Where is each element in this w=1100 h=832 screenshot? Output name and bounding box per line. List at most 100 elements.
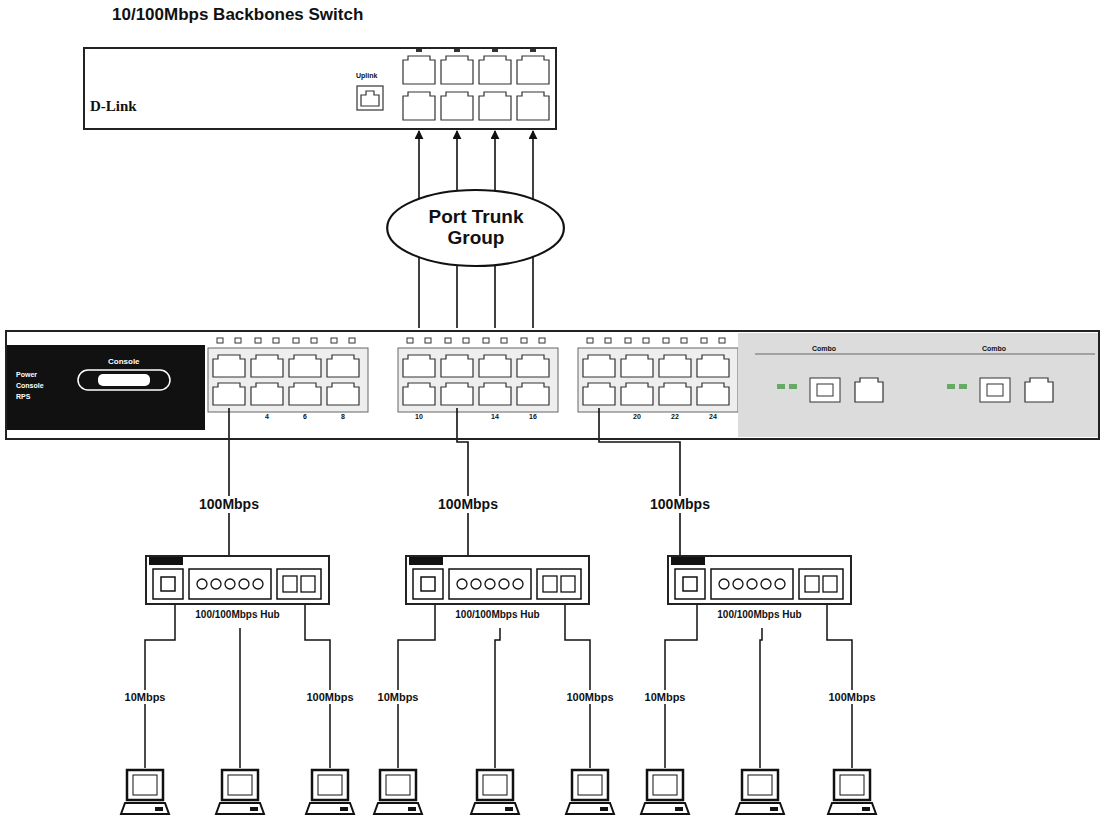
- pc-monitor: [647, 770, 683, 800]
- front-panel: [7, 345, 205, 430]
- connector: [228, 408, 230, 555]
- port-led: [625, 338, 631, 343]
- pc-screen: [318, 775, 342, 795]
- port-led: [530, 49, 536, 52]
- console-port: [98, 374, 150, 386]
- rj45-port: [659, 383, 691, 405]
- port-led: [643, 338, 649, 343]
- link-speed-label: 10Mbps: [122, 690, 169, 704]
- hub-port: [513, 579, 523, 589]
- link-speed-label: 10Mbps: [642, 690, 689, 704]
- port-number: 4: [265, 413, 269, 421]
- pc-screen: [578, 775, 602, 795]
- rj45-port: [441, 92, 473, 120]
- hub-port: [301, 576, 315, 592]
- port-led: [293, 338, 299, 343]
- pc-monitor: [742, 770, 778, 800]
- hub-label: 100/100Mbps Hub: [717, 609, 801, 620]
- port-led: [217, 338, 223, 343]
- hub-port: [719, 579, 729, 589]
- hub-tab: [149, 557, 183, 565]
- pc-base: [828, 803, 876, 814]
- pc-drive: [340, 807, 348, 811]
- rj45-port: [403, 92, 435, 120]
- port-led: [463, 338, 469, 343]
- pc-screen: [653, 775, 677, 795]
- hub-label: 100/100Mbps Hub: [455, 609, 539, 620]
- main-switch: D-Link: [5, 330, 1100, 440]
- pc-monitor: [834, 770, 870, 800]
- hub-port: [805, 576, 819, 592]
- hub-port: [499, 579, 509, 589]
- pc-cable: [239, 628, 241, 768]
- port-block: [398, 348, 558, 412]
- hub-port: [733, 579, 743, 589]
- combo-panel: [738, 333, 1098, 437]
- pc-base: [566, 803, 614, 814]
- hub-port: [253, 579, 263, 589]
- hub-port: [197, 579, 207, 589]
- link-speed-label: 100Mbps: [563, 690, 616, 704]
- port-led: [407, 338, 413, 343]
- uplink-port: [357, 86, 383, 110]
- power-switch: [683, 577, 697, 591]
- rj45-port: [361, 91, 379, 106]
- rj45-port: [621, 355, 653, 377]
- hub-port: [283, 576, 297, 592]
- hub-port: [543, 576, 557, 592]
- rj45-port: [517, 56, 549, 84]
- pc-cable: [827, 605, 852, 768]
- rj45-port: [621, 383, 653, 405]
- pc-monitor: [380, 770, 416, 800]
- port-number: 8: [341, 413, 345, 421]
- rj45-port: [403, 383, 435, 405]
- pc-cable: [145, 605, 175, 768]
- hub-port: [225, 579, 235, 589]
- sfp-slot: [980, 378, 1010, 402]
- port-led: [539, 338, 545, 343]
- pc-base: [641, 803, 689, 814]
- rj45-port: [441, 56, 473, 84]
- status-led: [777, 384, 785, 389]
- rj45-port: [327, 355, 359, 377]
- pc-drive: [505, 807, 513, 811]
- group-label: Port Trunk Group: [417, 207, 535, 249]
- port-number: 6: [303, 413, 307, 421]
- port-led: [235, 338, 241, 343]
- pc-drive: [675, 807, 683, 811]
- pc-screen: [840, 775, 864, 795]
- pc-base: [736, 803, 784, 814]
- status-led: [789, 384, 797, 389]
- port-led: [445, 338, 451, 343]
- backbone-switch: 10/100Mbps Backbones Switch: [83, 47, 557, 130]
- rj45-port: [697, 383, 729, 405]
- combo-bracket: [755, 354, 925, 355]
- port-led: [501, 338, 507, 343]
- port-led: [521, 338, 527, 343]
- rj45-port: [403, 56, 435, 84]
- power-switch: [161, 577, 175, 591]
- pc-monitor: [477, 770, 513, 800]
- hub-port: [747, 579, 757, 589]
- hub-panel: [277, 569, 321, 599]
- pc-base: [306, 803, 354, 814]
- hub-box: 100/100Mbps Hub: [145, 555, 330, 605]
- panel-label: Power: [16, 371, 37, 379]
- panel-label: Uplink: [356, 72, 377, 80]
- port-led: [425, 338, 431, 343]
- status-led: [959, 384, 967, 389]
- ellipse-outline: [388, 190, 565, 266]
- rj45-port: [479, 56, 511, 84]
- port-number: 24: [709, 413, 717, 421]
- pc-cable: [495, 628, 500, 768]
- pc-drive: [408, 807, 416, 811]
- pc-cable: [398, 605, 435, 768]
- hub-tab: [409, 557, 443, 565]
- hub-panel: [153, 569, 183, 599]
- hub-port: [485, 579, 495, 589]
- panel-label: RPS: [16, 393, 30, 401]
- port-led: [719, 338, 725, 343]
- rj45-port: [441, 383, 473, 405]
- port-block: [578, 348, 738, 412]
